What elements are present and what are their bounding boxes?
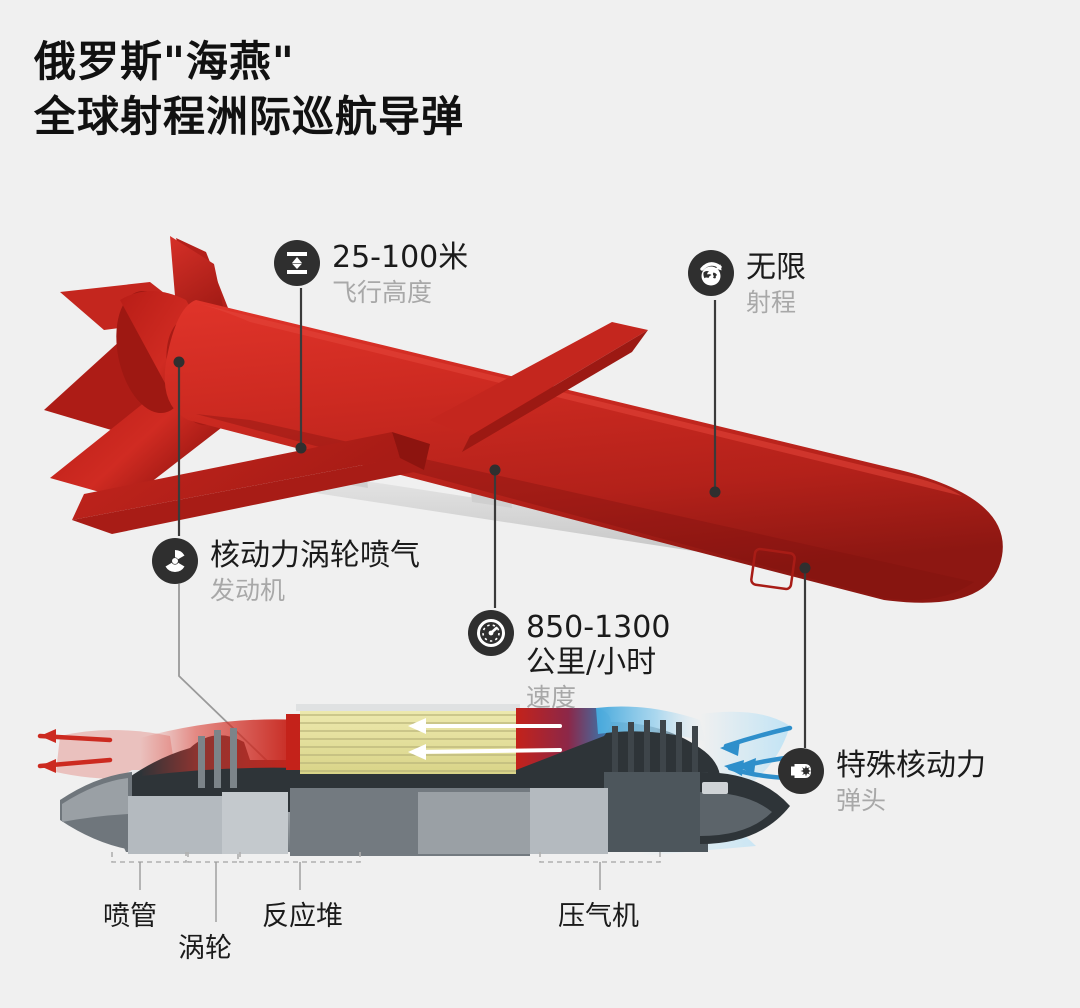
part-connectors <box>139 862 601 922</box>
callout-altitude-value: 25-100米 <box>332 240 469 275</box>
callout-engine-value: 核动力涡轮喷气 <box>210 538 420 573</box>
callout-warhead-label: 弹头 <box>836 785 887 815</box>
callout-speed-text: 850-1300 公里/小时 速度 <box>526 610 670 713</box>
callout-range-text: 无限 射程 <box>746 250 806 318</box>
callout-warhead[interactable]: 特殊核动力 弹头 <box>778 748 986 816</box>
callout-altitude[interactable]: 25-100米 飞行高度 <box>274 240 468 308</box>
callout-engine[interactable]: 核动力涡轮喷气 发动机 <box>152 538 420 606</box>
part-label-nozzle: 喷管 <box>103 901 157 932</box>
callout-speed[interactable]: 850-1300 公里/小时 速度 <box>468 610 670 713</box>
callout-warhead-value: 特殊核动力 <box>836 748 986 783</box>
callout-range[interactable]: 无限 射程 <box>688 250 806 318</box>
leader-lines <box>173 288 811 748</box>
part-brackets <box>111 852 661 863</box>
warhead-icon <box>778 748 824 794</box>
globe-arrow-icon <box>688 250 734 296</box>
callout-altitude-text: 25-100米 飞行高度 <box>332 240 468 308</box>
callout-speed-value: 850-1300 <box>526 610 671 645</box>
callout-range-value: 无限 <box>746 250 806 285</box>
callout-engine-label: 发动机 <box>210 575 286 605</box>
part-label-compressor: 压气机 <box>558 901 639 932</box>
engine-cutaway-diagram <box>37 704 803 856</box>
radiation-icon <box>152 538 198 584</box>
part-label-reactor: 反应堆 <box>262 901 343 932</box>
callout-altitude-label: 飞行高度 <box>332 277 433 307</box>
speedometer-icon <box>468 610 514 656</box>
callout-engine-text: 核动力涡轮喷气 发动机 <box>210 538 420 606</box>
callout-speed-unit: 公里/小时 <box>526 644 657 680</box>
part-label-turbine: 涡轮 <box>178 933 232 964</box>
page-title: 俄罗斯"海燕" 全球射程洲际巡航导弹 <box>34 34 734 145</box>
title-line-1: 俄罗斯"海燕" <box>34 37 295 86</box>
altitude-icon <box>274 240 320 286</box>
callout-speed-label: 速度 <box>526 682 577 712</box>
callout-warhead-text: 特殊核动力 弹头 <box>836 748 986 816</box>
callout-range-label: 射程 <box>746 287 797 317</box>
missile-3d-model <box>44 236 1003 603</box>
title-line-2: 全球射程洲际巡航导弹 <box>34 92 465 142</box>
